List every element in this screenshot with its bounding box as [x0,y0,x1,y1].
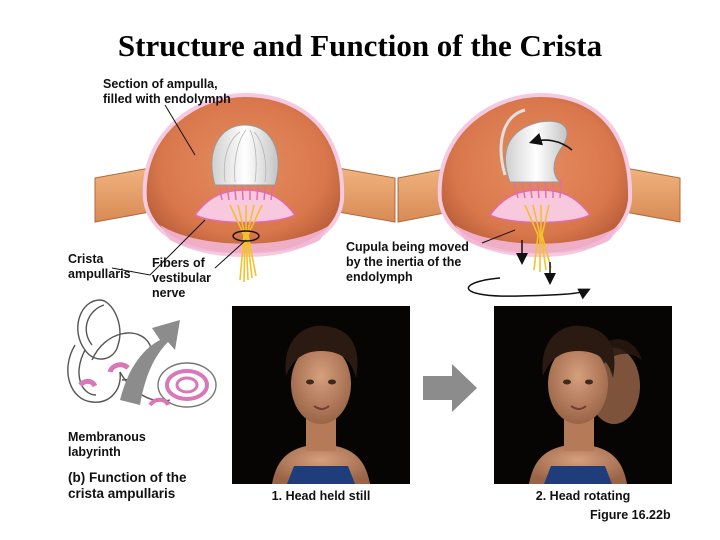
label-part-b: (b) Function of the crista ampullaris [68,470,187,501]
ampulla-rotating [397,92,681,300]
label-vestibular-nerve-fibers: Fibers of vestibular nerve [152,256,212,300]
figure-number: Figure 16.22b [590,508,671,522]
label-ampulla-section: Section of ampulla, filled with endolymp… [103,77,231,106]
label-membranous-labyrinth: Membranous labyrinth [68,430,146,459]
enlarge-arrow-icon [120,320,180,405]
ampulla-still [94,92,396,283]
photo-head-rotating [494,306,672,484]
caption-head-rotating: 2. Head rotating [535,489,631,503]
leader-lines [111,104,516,276]
caption-head-still: 1. Head held still [271,489,371,503]
label-cupula-moved: Cupula being moved by the inertia of the… [346,240,469,284]
page-title: Structure and Function of the Crista [117,28,603,63]
next-step-arrow-icon [423,364,477,412]
membranous-labyrinth-drawing [67,299,217,408]
photo-head-still [232,306,410,484]
label-crista-ampullaris: Crista ampullaris [68,252,131,281]
